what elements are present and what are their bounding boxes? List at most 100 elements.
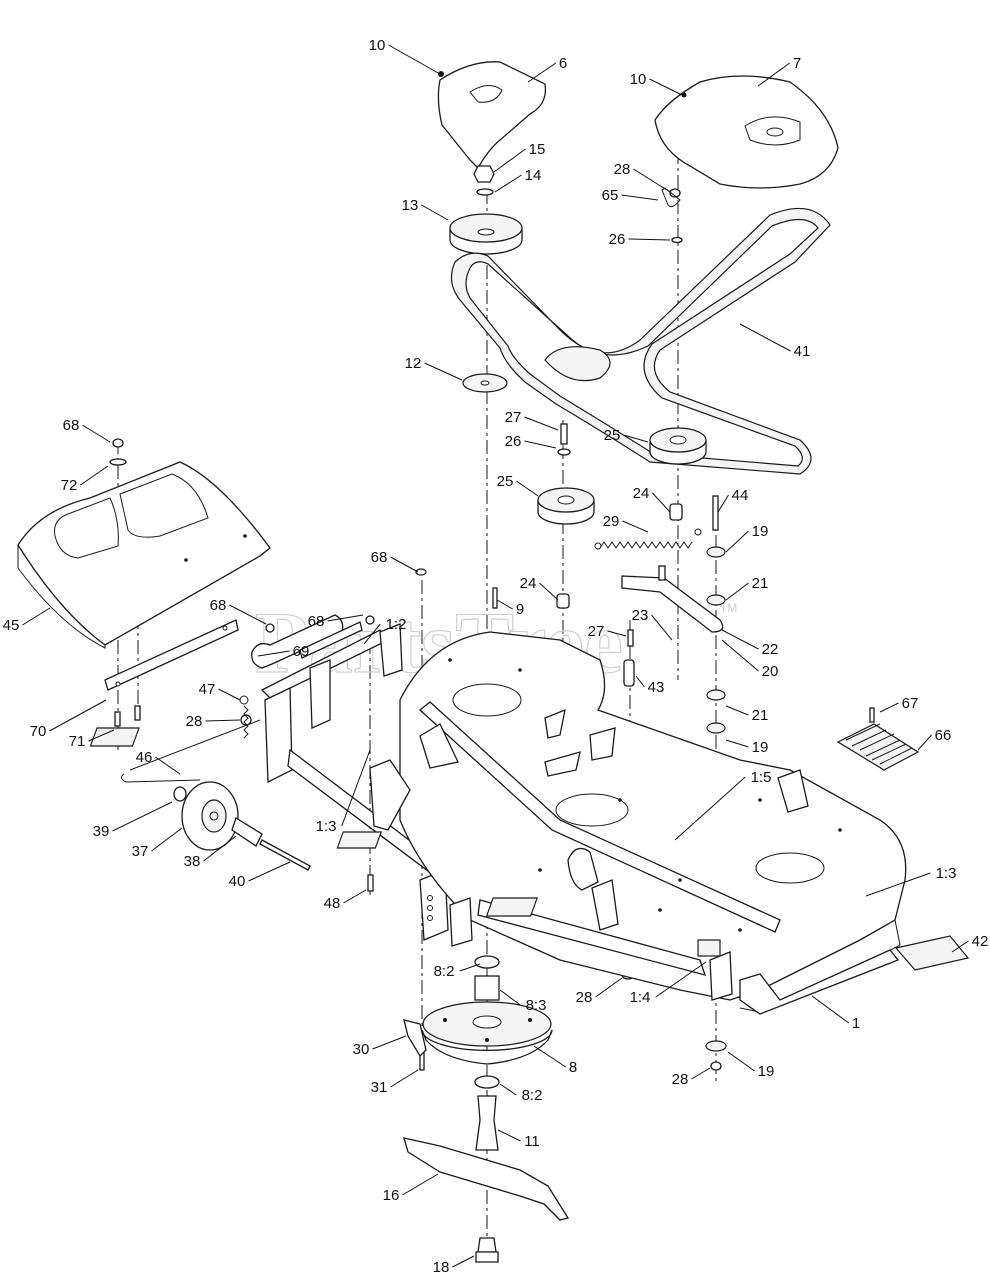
callout-14b: 1:4 [630, 961, 707, 1006]
leader-line [424, 362, 463, 381]
callout-label: 39 [93, 823, 110, 840]
part-14-washer [476, 188, 494, 196]
leader-line [607, 630, 627, 637]
callout-21b: 21 [725, 705, 768, 724]
leader-line [633, 168, 671, 193]
part-12-spacer [462, 373, 508, 393]
leader-line [621, 194, 659, 201]
callout-66: 66 [917, 727, 951, 751]
callout-68d: 68 [308, 613, 364, 630]
callout-label: 1 [852, 1015, 860, 1032]
leader-line [402, 1173, 439, 1196]
part-25-idler-pulley-upper [649, 427, 707, 465]
callout-67: 67 [879, 695, 919, 713]
leader-line [218, 688, 241, 701]
callout-24a: 24 [633, 485, 671, 513]
leader-line [229, 604, 267, 625]
part-45-shield [17, 461, 271, 649]
callout-label: 69 [293, 643, 310, 660]
leader-line [721, 639, 759, 672]
callout-label: 67 [902, 695, 919, 712]
callout-16: 16 [383, 1173, 439, 1204]
leader-line [524, 416, 559, 431]
callout-label: 14 [525, 167, 542, 184]
part-18-bolt [475, 1237, 499, 1263]
leader-line [248, 861, 291, 882]
leader-line [22, 607, 51, 626]
callout-70: 70 [30, 699, 107, 740]
leader-line [82, 424, 111, 443]
callout-label: 43 [648, 679, 665, 696]
part-22-idler-arm [621, 565, 724, 633]
callout-label: 68 [63, 417, 80, 434]
leader-line [257, 650, 290, 657]
callout-26b: 26 [505, 433, 557, 450]
leader-line [622, 520, 649, 533]
callout-label: 16 [383, 1187, 400, 1204]
leader-line [205, 719, 241, 722]
callout-label: 7 [793, 55, 801, 72]
callout-label: 30 [353, 1041, 370, 1058]
callout-48: 48 [324, 889, 367, 912]
callout-label: 42 [972, 933, 989, 950]
callout-38: 38 [184, 835, 237, 870]
callout-7: 7 [757, 55, 801, 87]
callout-label: 22 [762, 641, 779, 658]
part-38-spacer [231, 817, 263, 847]
leader-line [721, 629, 759, 650]
callout-label: 28 [186, 713, 203, 730]
callout-label: 1:4 [630, 989, 651, 1006]
callout-label: 20 [762, 663, 779, 680]
callout-21a: 21 [725, 575, 768, 601]
callout-label: 28 [576, 989, 593, 1006]
callout-label: 23 [632, 607, 649, 624]
callout-label: 1:5 [751, 769, 772, 786]
callout-label: 8:3 [526, 997, 547, 1014]
part-30-baffle [403, 1019, 427, 1058]
callout-label: 41 [794, 343, 811, 360]
leader-line [951, 940, 969, 953]
callout-1: 1 [811, 995, 860, 1032]
callout-label: 19 [752, 739, 769, 756]
callout-label: 27 [505, 409, 522, 426]
callout-13c: 1:3 [865, 865, 956, 897]
callout-68a: 68 [63, 417, 111, 443]
leader-line [388, 44, 441, 75]
leader-line [341, 749, 371, 827]
leader-line [811, 995, 850, 1024]
callout-72: 72 [61, 465, 109, 494]
callout-82a: 8:2 [434, 963, 481, 980]
leader-line [88, 729, 115, 742]
part-66-grate [836, 723, 920, 771]
leader-line [539, 582, 559, 601]
callout-19c: 19 [727, 1051, 774, 1080]
leader-line [725, 582, 749, 601]
leader-line [452, 1255, 475, 1268]
callout-label: 18 [433, 1259, 450, 1276]
callout-label: 1:3 [316, 818, 337, 835]
part-29-spring [594, 528, 702, 550]
leader-line [674, 776, 746, 841]
part-69-bracket [251, 614, 363, 669]
part-41-belt [450, 207, 831, 475]
leader-line [917, 734, 932, 751]
leader-line [343, 889, 367, 904]
callout-8: 8 [533, 1045, 577, 1076]
callout-label: 29 [603, 513, 620, 530]
callout-label: 31 [371, 1079, 388, 1096]
callout-label: 25 [497, 473, 514, 490]
callout-39: 39 [93, 801, 173, 840]
callout-10a: 10 [369, 37, 441, 75]
leader-line [203, 835, 237, 862]
leader-line [524, 440, 557, 449]
callout-label: 19 [752, 523, 769, 540]
callout-label: 25 [604, 427, 621, 444]
callout-label: 47 [199, 681, 216, 698]
callout-28c: 28 [576, 977, 623, 1006]
leader-line [493, 148, 526, 173]
callout-14: 14 [494, 167, 542, 193]
callout-30: 30 [353, 1035, 407, 1058]
part-6-pulley-cover [437, 61, 547, 170]
callout-22: 22 [721, 629, 779, 658]
part-15-nut [473, 165, 495, 183]
